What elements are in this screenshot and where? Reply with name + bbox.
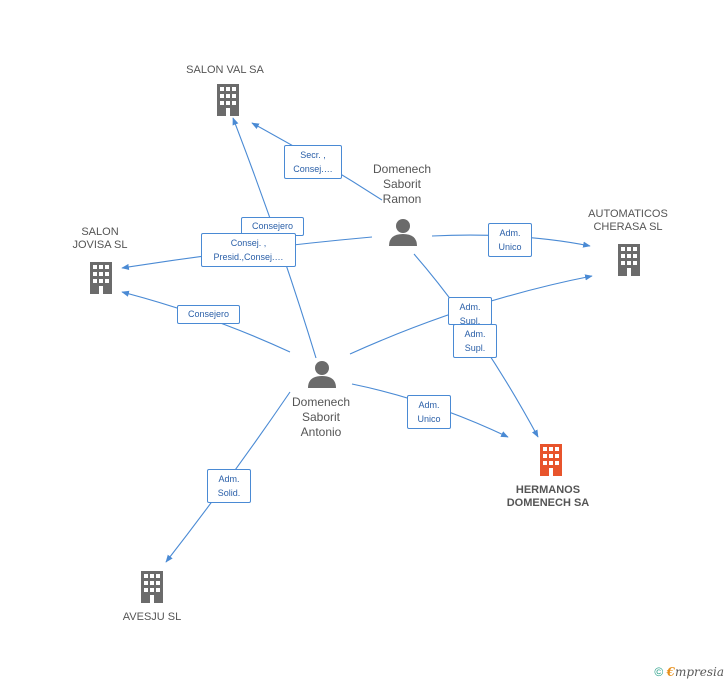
- edge-label-consej-line1: Consej. ,: [230, 238, 267, 248]
- copyright-icon: ©: [654, 665, 664, 679]
- salon-jovisa-name-line2: JOVISA SL: [72, 239, 128, 251]
- brand-wordmark: mpresia: [674, 665, 724, 679]
- automaticos-label[interactable]: AUTOMATICOS CHERASA SL: [576, 208, 680, 234]
- edge-label-consej-line2: Presid.,Consej.…: [213, 252, 284, 262]
- edge-label-consejero-left[interactable]: Consejero: [177, 305, 240, 324]
- salon-jovisa-building-icon[interactable]: [90, 262, 112, 294]
- hermanos-building-icon[interactable]: [540, 444, 562, 476]
- ramon-label[interactable]: Domenech Saborit Ramon: [352, 162, 452, 207]
- edge-label-adm-solid[interactable]: Adm. Solid.: [207, 469, 251, 503]
- edge-label-adm-supl-b[interactable]: Adm. Supl.: [453, 324, 497, 358]
- edge-label-secr-consej[interactable]: Secr. , Consej.…: [284, 145, 342, 179]
- edge-label-adm-supl-a-line2: Supl.: [459, 316, 481, 325]
- edge-label-adm-supl-a[interactable]: Adm. Supl.: [448, 297, 492, 325]
- edge-label-adm-unico-right-line2: Unico: [498, 242, 522, 252]
- edge-label-secr-line1: Secr. ,: [300, 150, 326, 160]
- antonio-name-line1: Domenech: [291, 395, 351, 409]
- antonio-person-icon[interactable]: [308, 361, 336, 388]
- edge-label-adm-unico-right-line1: Adm.: [499, 228, 521, 238]
- edge-label-consejero-top-text: Consejero: [251, 221, 294, 231]
- empresia-logo: © €mpresia: [654, 665, 724, 679]
- edge-label-adm-unico-bottom-line2: Unico: [417, 414, 441, 424]
- edge-label-adm-unico-bottom[interactable]: Adm. Unico: [407, 395, 451, 429]
- edge-label-secr-line2: Consej.…: [293, 164, 333, 174]
- avesju-building-icon[interactable]: [141, 571, 163, 603]
- antonio-name-line2: Saborit: [301, 410, 341, 424]
- ramon-person-icon[interactable]: [389, 219, 417, 246]
- salon-jovisa-name-line1: SALON: [81, 226, 119, 238]
- brand-e-glyph: €: [666, 665, 675, 679]
- edge-label-adm-solid-line1: Adm.: [218, 474, 240, 484]
- salon-val-label[interactable]: SALON VAL SA: [170, 64, 280, 77]
- avesju-label[interactable]: AVESJU SL: [102, 611, 202, 624]
- edge-label-adm-supl-a-line1: Adm.: [459, 302, 481, 312]
- salon-val-building-icon[interactable]: [217, 84, 239, 116]
- salon-val-name: SALON VAL SA: [186, 64, 264, 76]
- automaticos-name-line1: AUTOMATICOS: [588, 208, 668, 220]
- antonio-label[interactable]: Domenech Saborit Antonio: [271, 395, 371, 440]
- edge-label-adm-unico-right[interactable]: Adm. Unico: [488, 223, 532, 257]
- antonio-name-line3: Antonio: [300, 425, 342, 439]
- edge-label-adm-supl-b-line2: Supl.: [464, 343, 486, 353]
- automaticos-name-line2: CHERASA SL: [593, 221, 663, 233]
- hermanos-name-line1: HERMANOS: [515, 484, 581, 496]
- ramon-name-line1: Domenech: [372, 162, 432, 176]
- edge-label-consejero-left-text: Consejero: [187, 309, 230, 319]
- hermanos-label[interactable]: HERMANOS DOMENECH SA: [488, 484, 608, 510]
- hermanos-name-line2: DOMENECH SA: [506, 497, 590, 509]
- ramon-name-line3: Ramon: [382, 192, 422, 206]
- ramon-name-line2: Saborit: [382, 177, 422, 191]
- edge-label-consej-presid[interactable]: Consej. , Presid.,Consej.…: [201, 233, 296, 267]
- automaticos-building-icon[interactable]: [618, 244, 640, 276]
- edge-label-adm-solid-line2: Solid.: [217, 488, 241, 498]
- salon-jovisa-label[interactable]: SALON JOVISA SL: [50, 226, 150, 252]
- edge-label-adm-unico-bottom-line1: Adm.: [418, 400, 440, 410]
- avesju-name: AVESJU SL: [122, 611, 182, 623]
- edge-label-adm-supl-b-line1: Adm.: [464, 329, 486, 339]
